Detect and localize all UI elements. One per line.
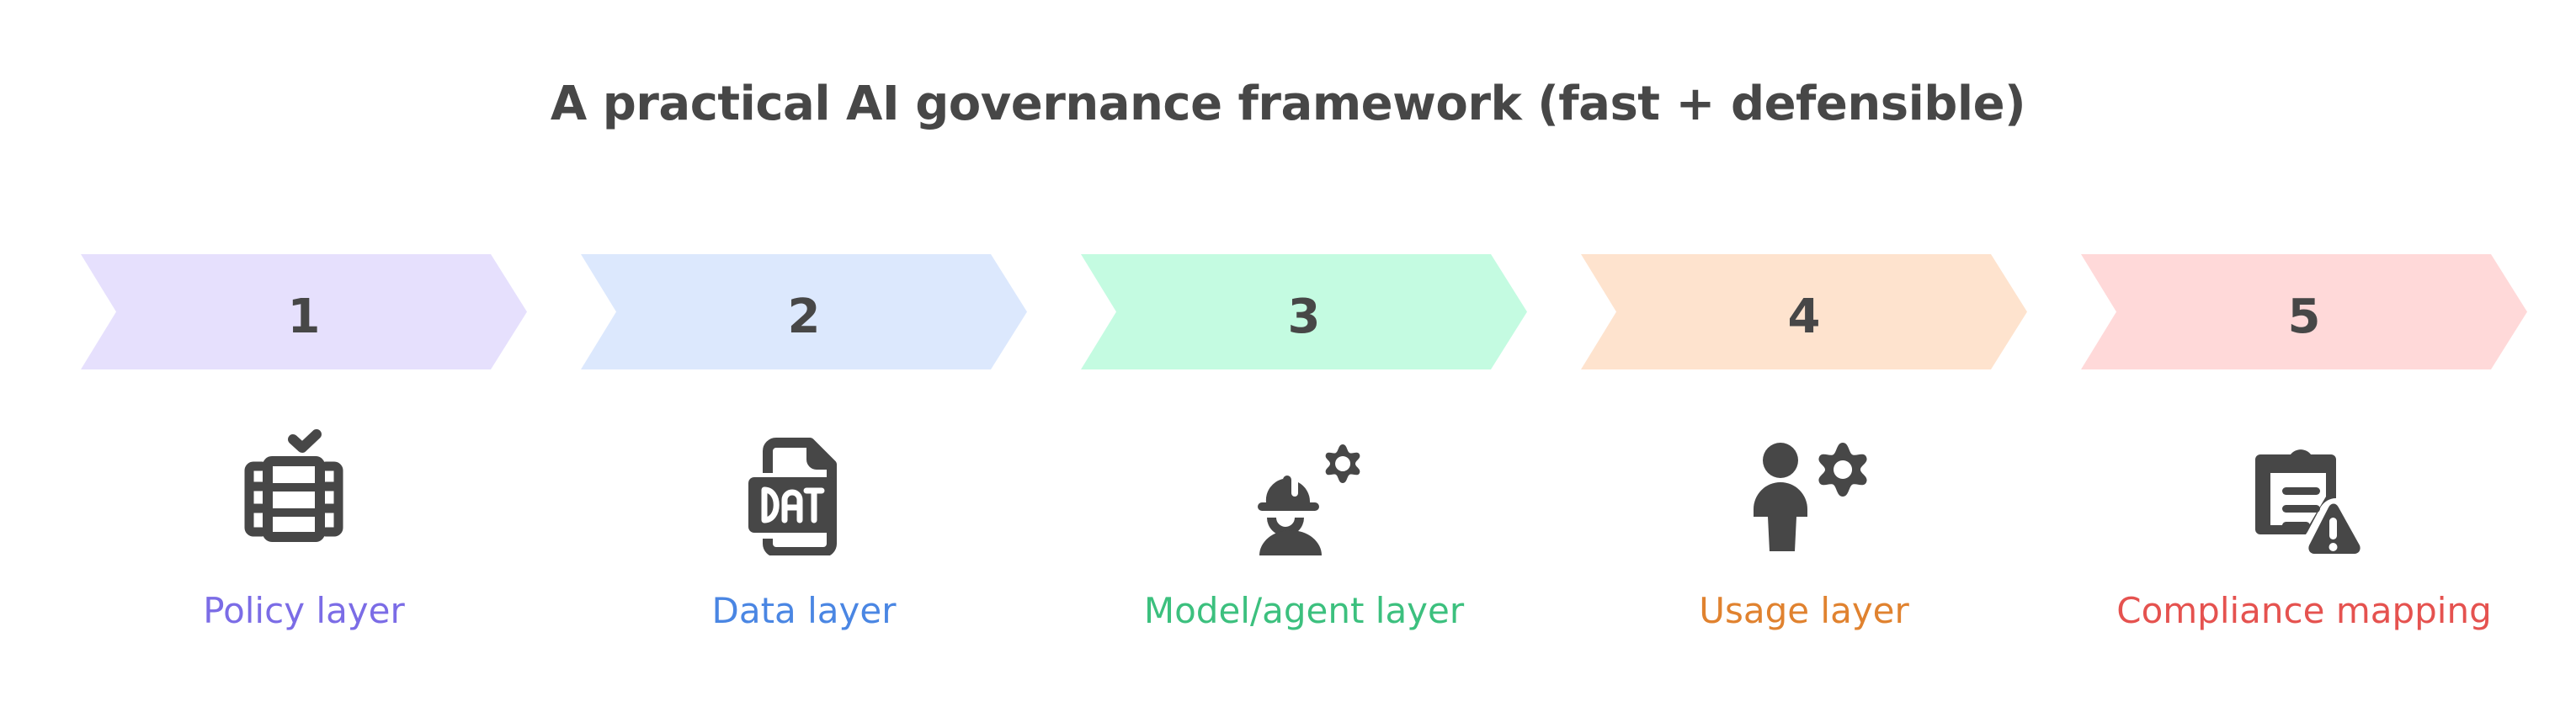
step-label: Compliance mapping — [2116, 590, 2492, 631]
step-3: 3 Model/agent layer — [1081, 0, 1581, 712]
chevron-arrow-3 — [1081, 254, 1527, 369]
chevron-arrow-4 — [1581, 254, 2027, 369]
step-label: Policy layer — [203, 590, 405, 631]
step-4: 4 Usage layer — [1581, 0, 2081, 712]
chevron-arrow-1 — [81, 254, 527, 369]
step-label: Usage layer — [1699, 590, 1909, 631]
chevron-arrow-5 — [2081, 254, 2527, 369]
data-file-icon — [737, 429, 871, 557]
step-5: 5 Compliance mapping — [2081, 0, 2576, 712]
step-number: 5 — [2287, 290, 2321, 344]
step-number: 2 — [787, 290, 821, 344]
user-gear-icon — [1737, 429, 1871, 555]
step-label: Model/agent layer — [1143, 590, 1465, 631]
policy-checklist-icon — [237, 429, 371, 555]
chevron-arrow-2 — [581, 254, 1027, 369]
step-label: Data layer — [711, 590, 897, 631]
worker-gear-icon — [1237, 429, 1371, 555]
step-2: 2 Data layer — [581, 0, 1081, 712]
step-number: 1 — [287, 290, 321, 344]
diagram-title: A practical AI governance framework (fas… — [550, 77, 2026, 131]
step-number: 4 — [1787, 290, 1821, 344]
clipboard-warning-icon — [2237, 429, 2371, 555]
step-number: 3 — [1287, 290, 1321, 344]
step-1: 1 Policy layer — [81, 0, 581, 712]
